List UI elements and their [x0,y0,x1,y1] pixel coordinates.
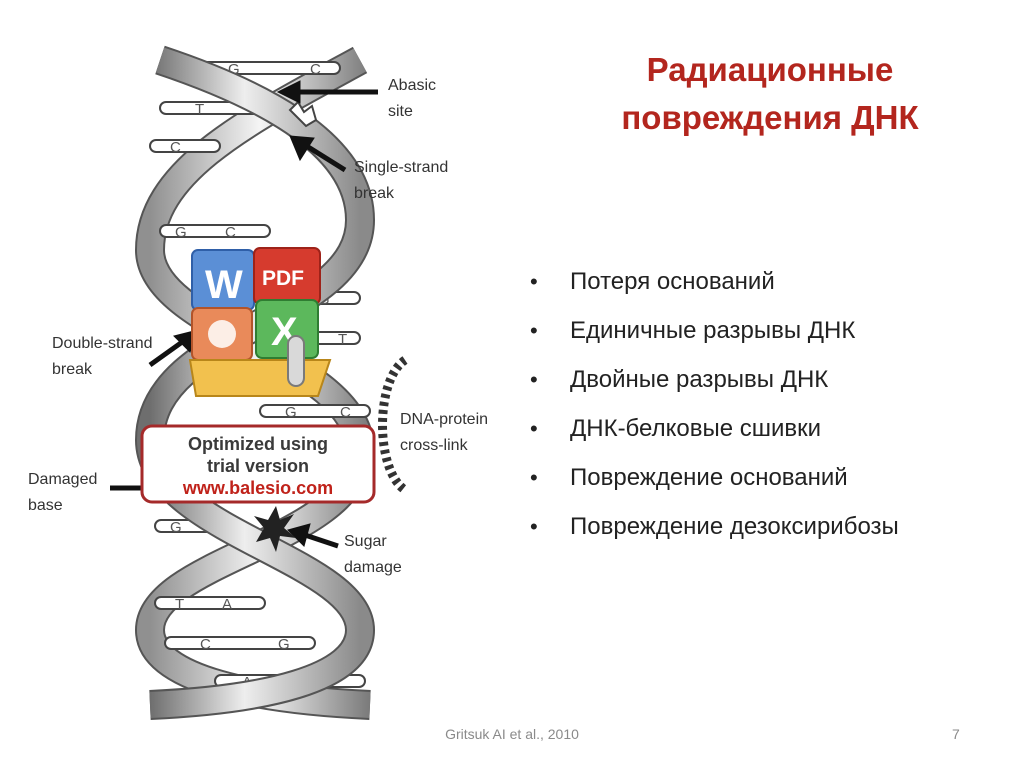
trial-watermark: Optimized using trial version www.balesi… [140,424,376,504]
watermark-line-1: Optimized using [188,434,328,454]
label-damaged-base: Damaged [28,471,97,488]
bullet-item: • Двойные разрывы ДНК [530,358,899,407]
slide-title: Радиационные повреждения ДНК [560,46,980,142]
file-icons-overlay: W PDF X [188,247,332,397]
page-number: 7 [952,726,960,742]
folder-icon [188,359,332,397]
watermark-url: www.balesio.com [182,478,333,498]
label-sugar-damage: Sugar [344,533,387,550]
bullet-dot: • [530,514,538,539]
base-c: C [310,61,321,78]
figure-labels: Abasic site Single-strand break Double-s… [28,77,488,576]
slide-title-line-2: повреждения ДНК [621,99,919,136]
bullet-list: • Потеря оснований • Единичные разрывы ДНК… [530,260,899,554]
bullet-text: Повреждение дезоксирибозы [570,513,899,540]
base-t: T [175,596,184,613]
protein-crosslink-dots [378,356,408,494]
footer-citation: Gritsuk AI et al., 2010 [445,726,579,742]
bullet-item: • Повреждение оснований [530,456,899,505]
word-icon-letter: W [205,263,243,307]
base-c: C [200,636,211,653]
label-single-strand-break-2: break [354,185,395,202]
label-damaged-base-2: base [28,497,63,514]
sugar-damage-burst [254,506,296,552]
watermark-line-2: trial version [207,456,309,476]
bullet-item: • ДНК-белковые сшивки [530,407,899,456]
bullet-item: • Потеря оснований [530,260,899,309]
label-sugar-damage-2: damage [344,559,402,576]
label-double-strand-break: Double-strand [52,335,153,352]
paperclip-icon [287,335,305,387]
label-dna-protein-crosslink: DNA-protein [400,411,488,428]
base-g: G [278,636,290,653]
base-c: C [340,404,351,421]
label-single-strand-break: Single-strand [354,159,448,176]
bullet-dot: • [530,465,538,490]
bullet-dot: • [530,269,538,294]
base-c: C [170,139,181,156]
label-double-strand-break-2: break [52,361,93,378]
base-t: T [195,101,204,118]
bullet-text: Двойные разрывы ДНК [570,366,829,393]
label-abasic-site: Abasic [388,77,436,94]
bullet-dot: • [530,416,538,441]
base-g: G [170,519,182,536]
slide-title-line-1: Радиационные [646,51,894,88]
label-dna-protein-crosslink-2: cross-link [400,437,469,454]
bullet-text: ДНК-белковые сшивки [570,415,822,442]
base-g: G [175,224,187,241]
base-t: T [338,331,347,348]
base-a: A [222,596,232,613]
bullet-dot: • [530,367,538,392]
base-c: C [225,224,236,241]
bullet-dot: • [530,318,538,343]
bullet-text: Потеря оснований [570,268,775,295]
label-abasic-site-2: site [388,103,413,120]
pdf-icon-label: PDF [262,267,304,290]
bullet-item: • Единичные разрывы ДНК [530,309,899,358]
base-g: G [228,61,240,78]
base-g: G [285,404,297,421]
bullet-item: • Повреждение дезоксирибозы [530,505,899,554]
bullet-text: Повреждение оснований [570,464,848,491]
bullet-text: Единичные разрывы ДНК [570,317,856,344]
